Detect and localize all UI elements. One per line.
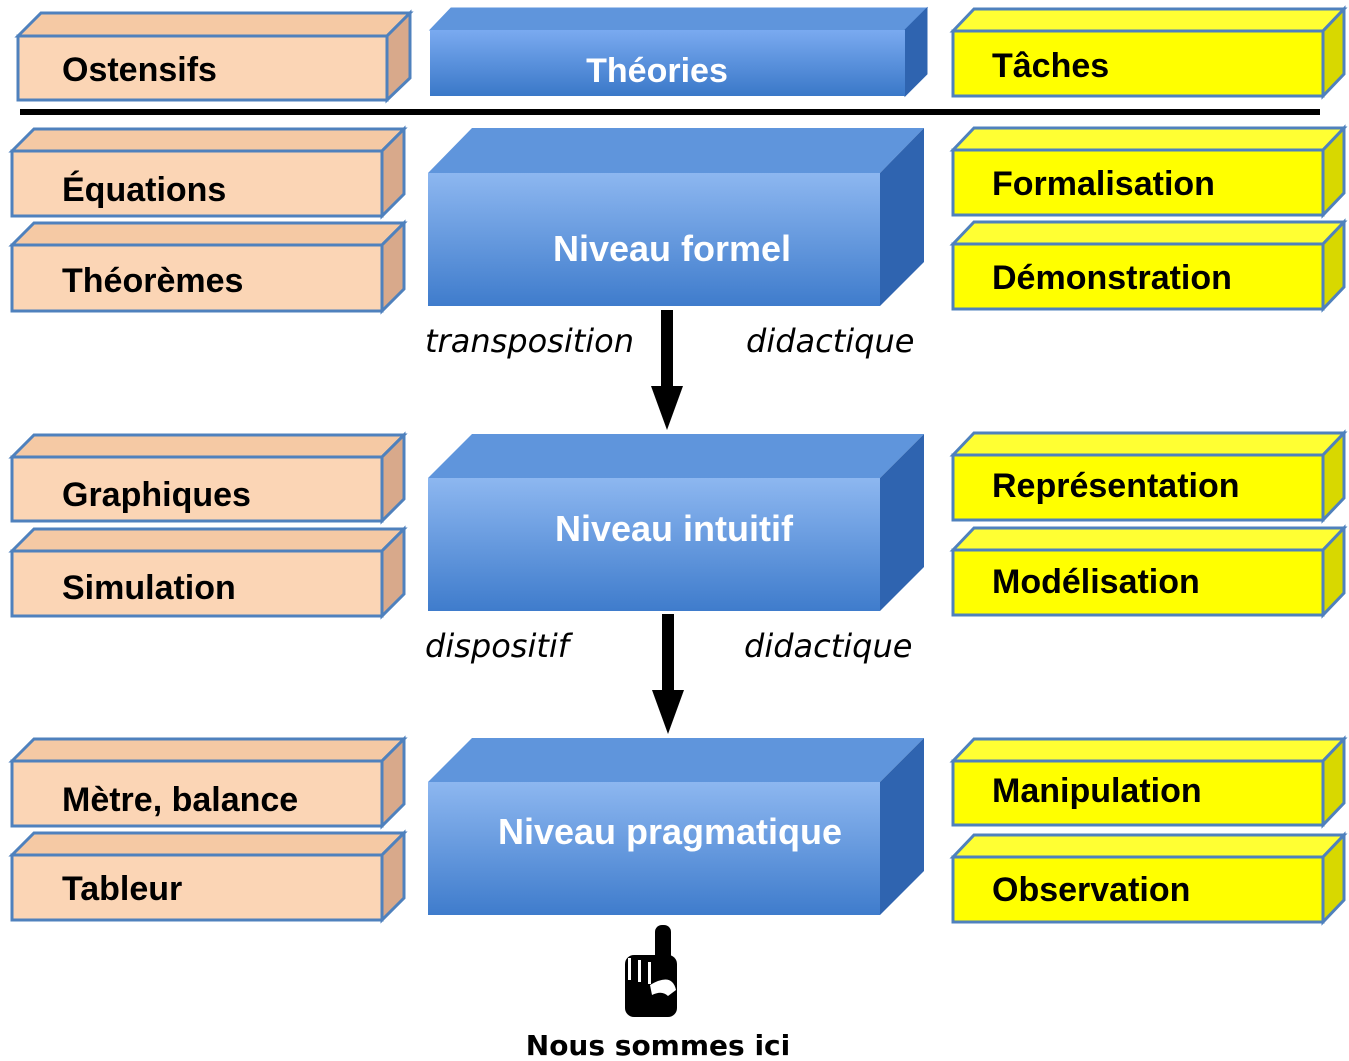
header-ostensifs-label: Ostensifs — [62, 51, 217, 89]
ostensif-label-metre-balance: Mètre, balance — [62, 781, 298, 819]
pointing-hand-icon — [625, 925, 677, 1017]
tache-box-observation: Observation — [949, 831, 1348, 926]
niveau-formel-box: Niveau formel — [428, 128, 924, 306]
down-arrow-2 — [652, 614, 684, 734]
transition-1-left-label: transposition — [425, 322, 634, 360]
tache-label-formalisation: Formalisation — [992, 165, 1215, 203]
ostensif-label-tableur: Tableur — [62, 870, 182, 908]
tache-label-representation: Représentation — [992, 467, 1240, 505]
tache-box-modelisation: Modélisation — [949, 524, 1348, 619]
ostensif-label-equations: Équations — [62, 171, 226, 209]
tache-box-formalisation: Formalisation — [949, 124, 1348, 219]
header-ostensifs-box: Ostensifs — [14, 9, 414, 104]
ostensif-label-simulation: Simulation — [62, 569, 236, 607]
ostensif-box-simulation: Simulation — [8, 525, 408, 620]
ostensif-box-metre-balance: Mètre, balance — [8, 735, 408, 830]
transition-2-left-label: dispositif — [425, 627, 574, 665]
niveau-pragmatique-box: Niveau pragmatique — [428, 738, 924, 915]
tache-box-representation: Représentation — [949, 429, 1348, 524]
tache-box-manipulation: Manipulation — [949, 735, 1348, 829]
pointer-caption: Nous sommes ici — [526, 1029, 790, 1061]
ostensif-label-theoremes: Théorèmes — [62, 262, 243, 300]
transition-2-right-label: didactique — [744, 627, 912, 665]
down-arrow-1 — [651, 310, 683, 430]
ostensif-box-theoremes: Théorèmes — [8, 219, 408, 315]
ostensif-box-tableur: Tableur — [8, 829, 408, 924]
niveau-pragmatique-label: Niveau pragmatique — [498, 811, 842, 852]
tache-label-observation: Observation — [992, 871, 1190, 909]
ostensif-box-equations: Équations — [8, 125, 408, 220]
niveau-formel-label: Niveau formel — [553, 228, 791, 269]
tache-box-demonstration: Démonstration — [949, 218, 1348, 313]
niveau-intuitif-box: Niveau intuitif — [428, 434, 924, 611]
header-theories-box: Théories — [428, 6, 929, 98]
ostensif-box-graphiques: Graphiques — [8, 431, 408, 525]
transition-1-right-label: didactique — [746, 322, 914, 360]
header-theories-label: Théories — [586, 52, 728, 90]
tache-label-modelisation: Modélisation — [992, 563, 1200, 601]
ostensif-label-graphiques: Graphiques — [62, 476, 251, 514]
tache-label-demonstration: Démonstration — [992, 259, 1232, 297]
header-taches-label: Tâches — [992, 47, 1109, 85]
tache-label-manipulation: Manipulation — [992, 772, 1202, 810]
header-taches-box: Tâches — [949, 5, 1348, 100]
niveau-intuitif-label: Niveau intuitif — [555, 508, 794, 549]
